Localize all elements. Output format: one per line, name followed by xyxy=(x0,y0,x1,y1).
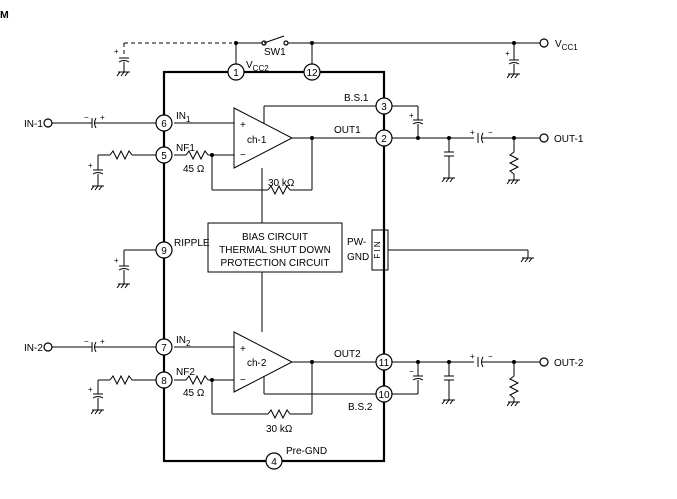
pin-6 xyxy=(155,114,173,132)
r45-1-label: 45 Ω xyxy=(183,164,205,175)
svg-text:11: 11 xyxy=(379,358,390,369)
block-line-2: THERMAL SHUT DOWN xyxy=(219,245,331,256)
svg-text:5: 5 xyxy=(161,151,167,162)
in1-input-network: − + + xyxy=(43,113,156,191)
svg-text:−: − xyxy=(488,128,493,137)
svg-text:−: − xyxy=(84,337,89,346)
ch1-amplifier xyxy=(174,105,376,223)
ripple-label: RIPPLE xyxy=(174,238,210,249)
ch1-plus: + xyxy=(240,120,246,131)
bs2-label: B.S.2 xyxy=(348,402,373,413)
svg-text:+: + xyxy=(114,256,119,265)
svg-text:+: + xyxy=(505,49,510,58)
pin-3 xyxy=(375,97,393,115)
pin-11 xyxy=(375,353,393,371)
svg-text:+: + xyxy=(88,385,93,394)
bias-protection-block xyxy=(207,222,343,273)
block-line-1: BIAS CIRCUIT xyxy=(242,232,308,243)
svg-text:12: 12 xyxy=(306,68,318,79)
pin-5 xyxy=(155,146,173,164)
out2-terminal-label: OUT-2 xyxy=(554,358,584,369)
out1-output-network: + + − xyxy=(390,105,549,185)
in1-terminal-label: IN-1 xyxy=(24,119,43,130)
ch2-amplifier xyxy=(174,272,376,420)
pwgnd-label-1: PW- xyxy=(347,237,366,248)
in2-terminal-label: IN-2 xyxy=(24,343,43,354)
in2-label: IN2 xyxy=(176,335,191,348)
vcc1-terminal xyxy=(539,38,549,48)
svg-text:1: 1 xyxy=(233,68,239,79)
ch2-minus: − xyxy=(240,375,246,386)
pin-9 xyxy=(155,241,173,259)
pregnd-label: Pre-GND xyxy=(286,446,327,457)
fin-label: F I N xyxy=(373,241,382,259)
svg-text:10: 10 xyxy=(378,390,390,401)
svg-text:2: 2 xyxy=(381,134,387,145)
svg-text:8: 8 xyxy=(161,376,167,387)
svg-text:9: 9 xyxy=(161,246,167,257)
svg-text:+: + xyxy=(470,352,475,361)
svg-text:−: − xyxy=(84,113,89,122)
out2-output-network: − + − xyxy=(390,352,549,407)
ch1-minus: − xyxy=(240,150,246,161)
ic-pins: 1 12 3 2 6 5 9 7 8 11 10 4 xyxy=(155,63,393,470)
fin-ground xyxy=(388,249,534,263)
svg-text:7: 7 xyxy=(161,343,167,354)
pin-10 xyxy=(375,385,393,403)
nf2-label: NF2 xyxy=(176,367,195,378)
pwgnd-label-2: GND xyxy=(347,252,369,263)
r30k-1-label: 30 kΩ xyxy=(268,178,295,189)
ch2-plus: + xyxy=(240,344,246,355)
in1-label: IN1 xyxy=(176,111,191,124)
out2-internal-label: OUT2 xyxy=(334,349,361,360)
in2-input-network: − + + xyxy=(43,337,156,415)
corner-mark: M xyxy=(0,9,9,21)
nf1-label: NF1 xyxy=(176,143,195,154)
svg-text:+: + xyxy=(100,337,105,346)
svg-text:+: + xyxy=(100,113,105,122)
svg-text:+: + xyxy=(470,128,475,137)
svg-text:+: + xyxy=(409,111,414,120)
pin-12 xyxy=(303,63,321,81)
r45-2-label: 45 Ω xyxy=(183,388,205,399)
ch1-label: ch-1 xyxy=(247,135,267,146)
svg-text:+: + xyxy=(114,47,119,56)
out1-internal-label: OUT1 xyxy=(334,125,361,136)
pin-8 xyxy=(155,371,173,389)
ripple-network: + xyxy=(114,249,156,289)
ch2-label: ch-2 xyxy=(247,358,267,369)
out1-terminal-label: OUT-1 xyxy=(554,134,584,145)
svg-text:6: 6 xyxy=(161,119,167,130)
pin-7 xyxy=(155,338,173,356)
pin-2 xyxy=(375,129,393,147)
svg-text:−: − xyxy=(409,367,414,376)
block-line-3: PROTECTION CIRCUIT xyxy=(221,258,330,269)
vcc2-label: VCC2 xyxy=(246,60,269,73)
svg-text:−: − xyxy=(488,352,493,361)
pin-4 xyxy=(265,452,283,470)
vcc-supply-network: + + xyxy=(114,35,549,79)
svg-text:3: 3 xyxy=(381,102,387,113)
bs1-label: B.S.1 xyxy=(344,93,369,104)
svg-text:+: + xyxy=(88,161,93,170)
pin-1 xyxy=(227,63,245,81)
r30k-2-label: 30 kΩ xyxy=(266,424,293,435)
vcc1-label: VCC1 xyxy=(555,39,578,52)
sw1-label: SW1 xyxy=(264,47,286,58)
svg-text:4: 4 xyxy=(271,457,277,468)
